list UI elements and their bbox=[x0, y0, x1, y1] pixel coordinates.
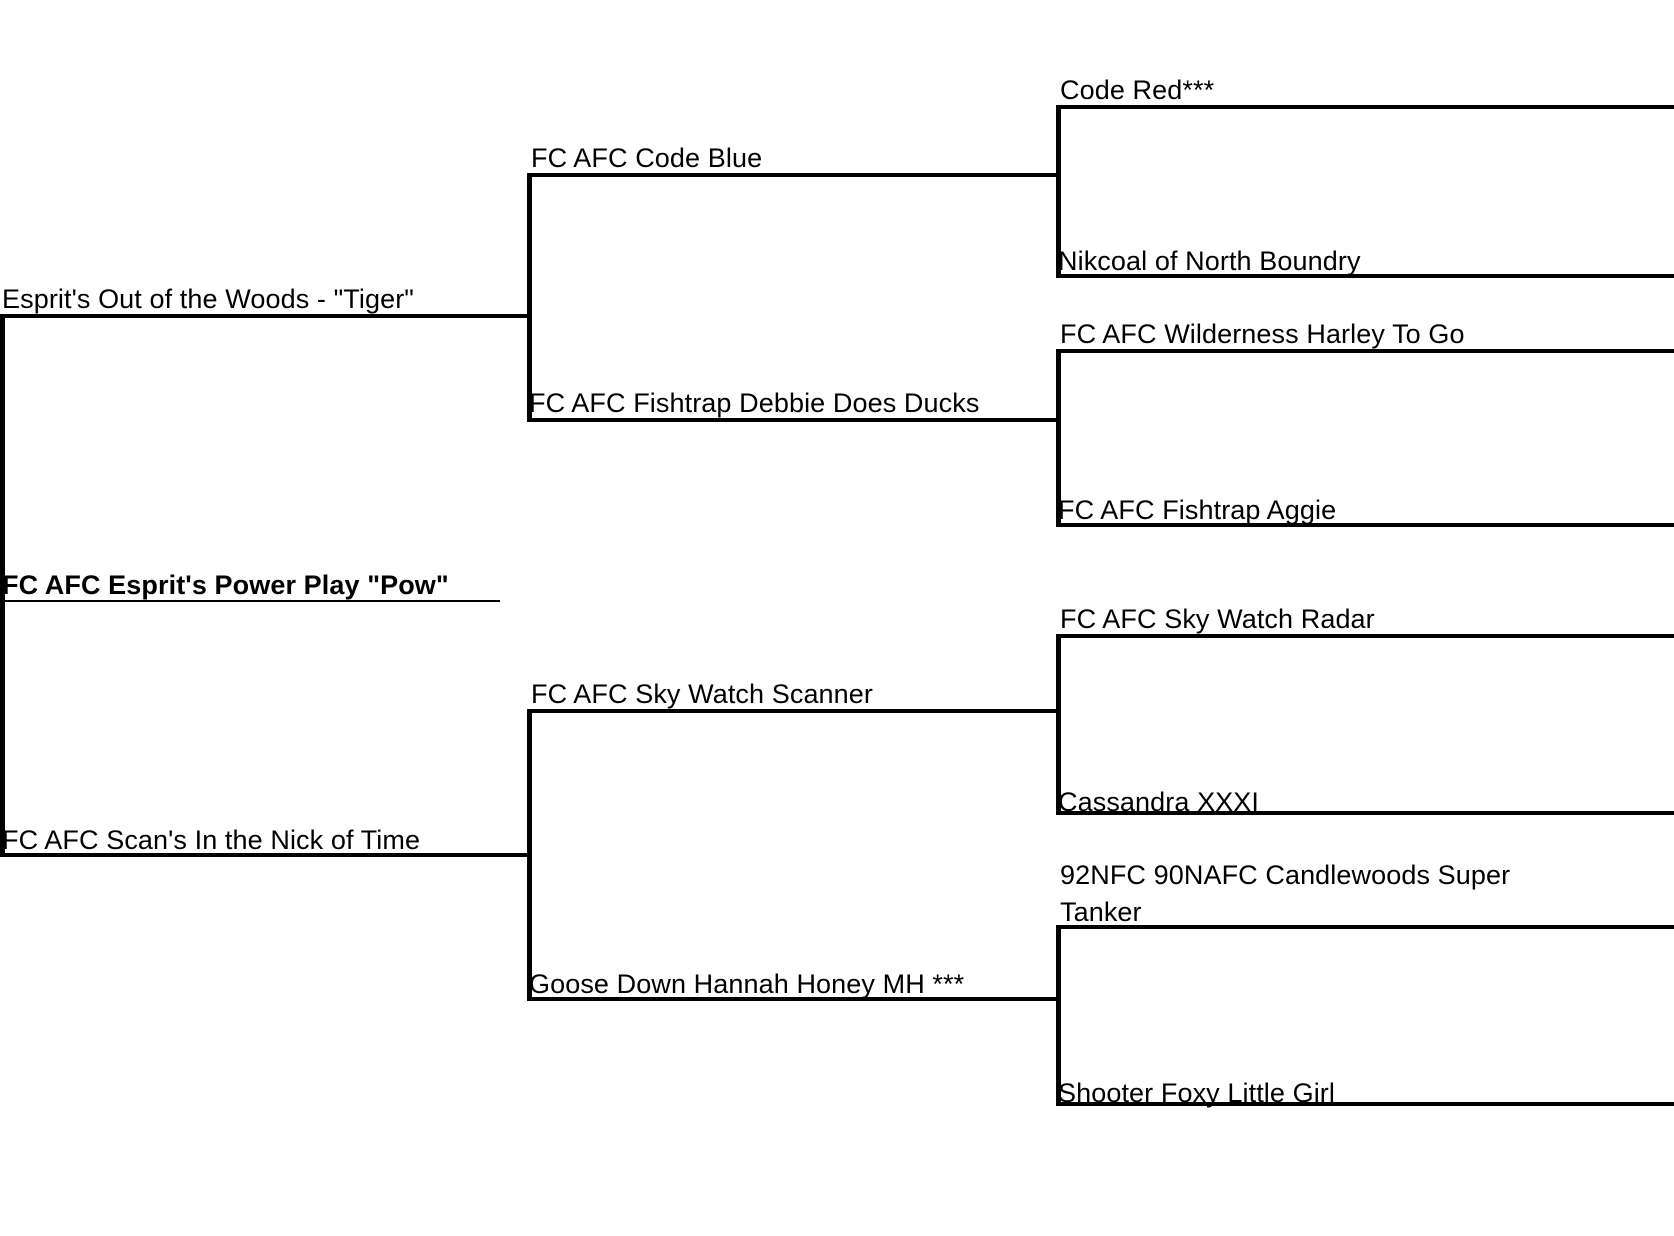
right-group-c-vertical bbox=[1056, 634, 1061, 815]
right-group-d-vertical bbox=[1056, 925, 1061, 1106]
middle-group-b-top-rule bbox=[527, 709, 1060, 713]
right-group-d-bottom-rule bbox=[1056, 1102, 1674, 1106]
right-group-b-top-label: FC AFC Wilderness Harley To Go bbox=[1060, 319, 1465, 349]
right-group-b-bottom-label: FC AFC Fishtrap Aggie bbox=[1058, 495, 1337, 525]
right-group-a-top-rule bbox=[1056, 105, 1674, 109]
right-group-d-top-label: 92NFC 90NAFC Candlewoods Super Tanker bbox=[1060, 860, 1511, 927]
middle-group-b-bottom-rule bbox=[527, 997, 1060, 1001]
middle-group-a-top-rule bbox=[527, 173, 1060, 177]
right-group-a-bottom-rule bbox=[1056, 274, 1674, 278]
right-group-b-bottom-rule bbox=[1056, 523, 1674, 527]
right-group-a-top-label: Code Red*** bbox=[1060, 75, 1215, 105]
middle-group-b-connector bbox=[500, 853, 530, 856]
left-bottom-entry-label: FC AFC Scan's In the Nick of Time bbox=[2, 825, 421, 855]
middle-group-a-bottom-rule bbox=[527, 418, 1060, 422]
middle-group-b-bottom-label: Goose Down Hannah Honey MH *** bbox=[529, 969, 965, 999]
right-group-a-vertical bbox=[1056, 105, 1061, 278]
left-middle-rule bbox=[0, 600, 500, 602]
middle-group-b-vertical bbox=[527, 709, 532, 1001]
middle-group-a-connector bbox=[500, 314, 530, 317]
left-top-entry-label: Esprit's Out of the Woods - "Tiger" bbox=[2, 284, 414, 314]
middle-group-a-top-label: FC AFC Code Blue bbox=[531, 143, 763, 173]
left-bracket-vertical bbox=[0, 314, 5, 857]
middle-group-b-top-label: FC AFC Sky Watch Scanner bbox=[531, 679, 873, 709]
right-group-a-bottom-label: Nikcoal of North Boundry bbox=[1058, 246, 1361, 276]
right-group-c-top-rule bbox=[1056, 634, 1674, 638]
right-group-c-bottom-rule bbox=[1056, 811, 1674, 815]
right-group-b-top-rule bbox=[1056, 349, 1674, 353]
right-group-d-bottom-label: Shooter Foxy Little Girl bbox=[1058, 1078, 1336, 1108]
right-group-c-bottom-label: Cassandra XXXI bbox=[1058, 787, 1259, 817]
middle-group-a-bottom-label: FC AFC Fishtrap Debbie Does Ducks bbox=[529, 388, 980, 418]
right-group-d-top-rule bbox=[1056, 925, 1674, 929]
right-group-b-vertical bbox=[1056, 349, 1061, 527]
right-group-c-top-label: FC AFC Sky Watch Radar bbox=[1060, 604, 1375, 634]
left-middle-entry-label: FC AFC Esprit's Power Play "Pow" bbox=[2, 570, 449, 600]
middle-group-a-vertical bbox=[527, 173, 532, 422]
left-bottom-rule bbox=[0, 853, 530, 857]
left-top-rule bbox=[0, 314, 530, 318]
